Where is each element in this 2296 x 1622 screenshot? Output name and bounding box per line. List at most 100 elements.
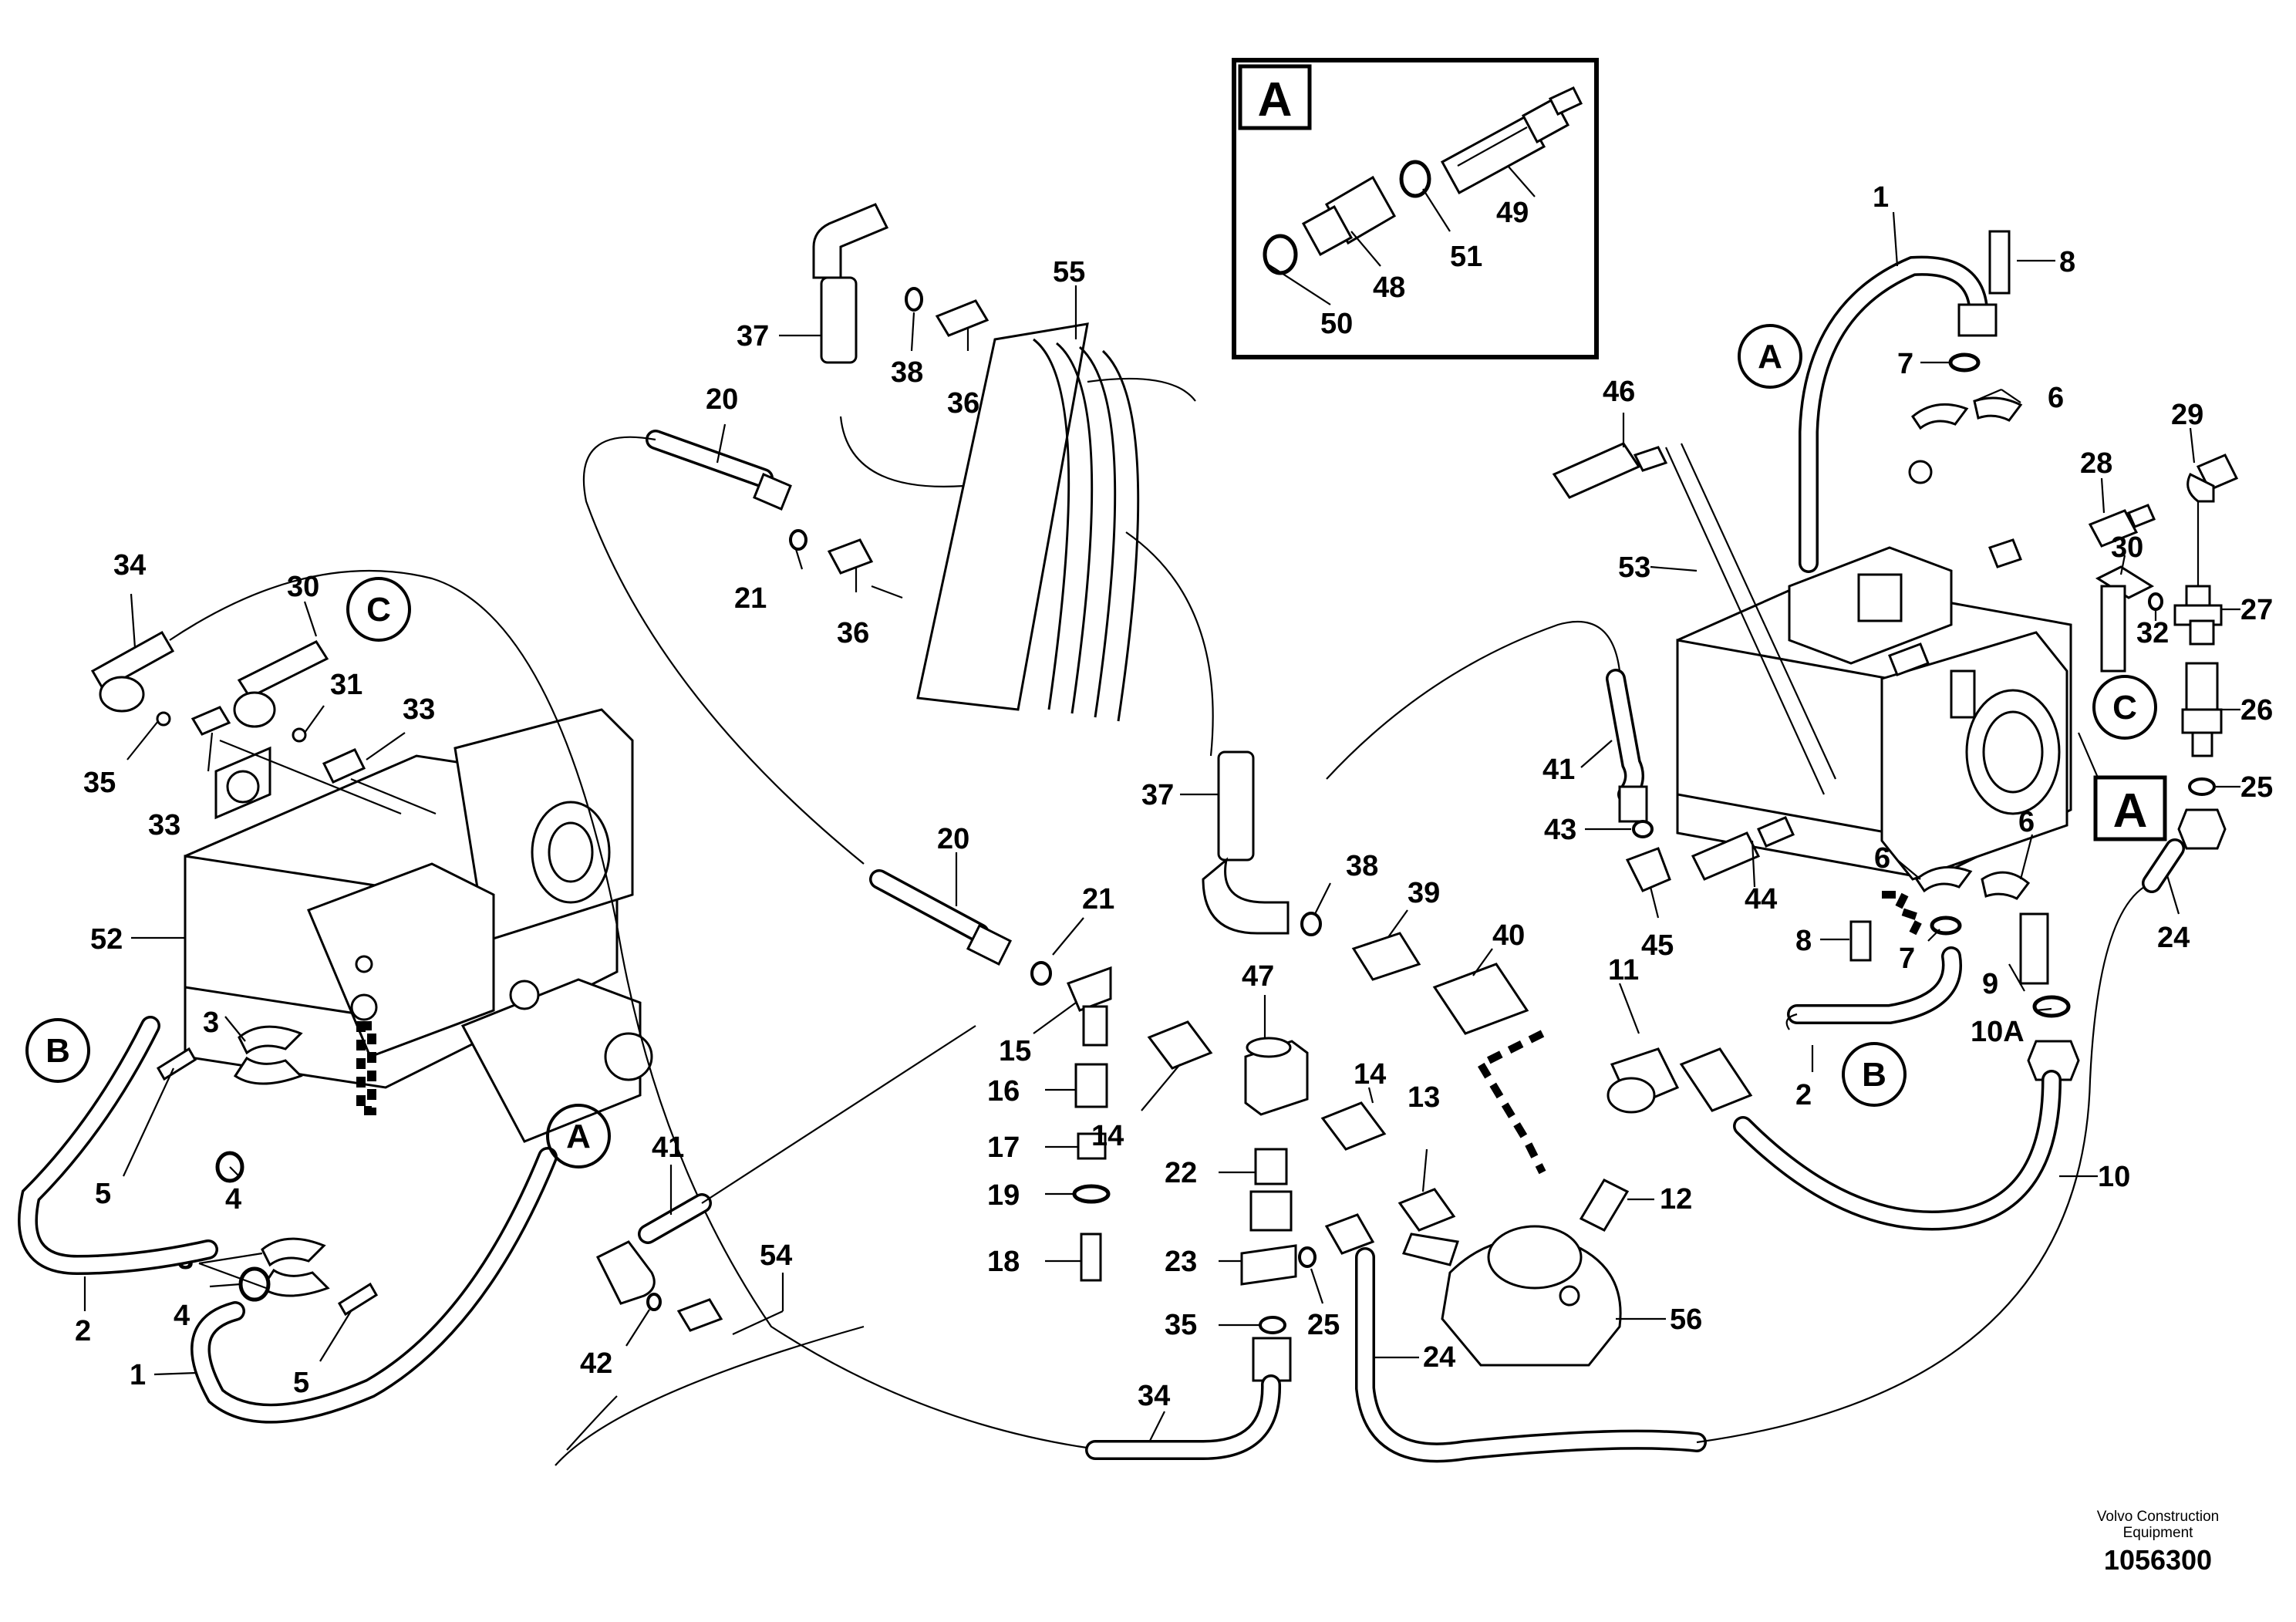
callout-30b: 30 [2111,531,2143,564]
callout-21b: 21 [1082,883,1114,916]
callout-30a: 30 [287,571,319,603]
circle-ref-b-left: B [25,1018,90,1083]
callout-22: 22 [1165,1157,1197,1189]
callout-31: 31 [330,669,362,701]
callout-16: 16 [987,1075,1020,1108]
callout-19: 19 [987,1179,1020,1212]
callout-2b: 2 [1795,1079,1812,1111]
callout-14b: 14 [1354,1058,1386,1091]
callout-51: 51 [1450,241,1482,273]
adapter-48 [1301,175,1397,257]
callout-38b: 38 [1346,850,1378,882]
washer-51 [1399,160,1431,198]
callout-20a: 20 [706,383,738,416]
callout-37a: 37 [737,320,769,352]
circle-ref-b-right: B [1842,1042,1907,1107]
callout-44: 44 [1745,883,1777,916]
callout-23: 23 [1165,1246,1197,1278]
flange-clamps-left: 3 3 5 5 4 4 [95,1007,379,1399]
hose-1-right: 1 8 7 6 [1799,181,2075,573]
callout-55: 55 [1053,256,1085,288]
callout-17: 17 [987,1131,1020,1164]
fittings-46-41-43-44-45: 46 41 43 45 44 [1326,376,1836,962]
callout-34b: 34 [1138,1380,1170,1412]
svg-text:C: C [2112,689,2137,727]
callout-10A: 10A [1971,1016,2025,1048]
callout-45: 45 [1641,929,1674,962]
svg-text:A: A [566,1118,591,1155]
callout-43: 43 [1544,814,1576,846]
callout-34a: 34 [113,549,146,582]
callout-39: 39 [1408,877,1440,909]
callout-41b: 41 [1542,754,1575,786]
callout-25b: 25 [2240,771,2273,804]
callout-48: 48 [1373,271,1405,304]
credit-line-2: Equipment [2123,1525,2194,1541]
footer-credit: Volvo Construction Equipment 1056300 [2097,1509,2219,1576]
box-ref-a-right: A [2077,732,2167,841]
svg-text:B: B [1862,1056,1886,1094]
callout-13: 13 [1408,1081,1440,1114]
callout-14a: 14 [1091,1120,1124,1152]
callout-7b: 7 [1899,943,1915,975]
callout-1b: 1 [1873,181,1889,214]
callout-36a: 36 [947,387,979,420]
callout-1a: 1 [130,1359,146,1391]
hoses-left: 2 1 [18,1016,558,1424]
hose-bundle-55: 55 [916,256,1196,722]
callout-25a: 25 [1307,1309,1340,1341]
callout-11: 11 [1608,954,1639,986]
callout-5a: 5 [95,1178,111,1210]
callout-6c: 6 [2018,806,2035,838]
detail-inset-a: A 49 51 48 50 [1232,58,1599,359]
motor-52: 52 [90,708,653,1143]
detail-inset-label: A [1258,73,1293,126]
callout-8a: 8 [2059,246,2075,278]
sensor-56: 56 12 11 [1401,954,1702,1367]
fittings-bottom-left: 41 42 54 [555,1025,976,1466]
callout-52: 52 [90,923,123,956]
callout-9: 9 [1982,968,1998,1000]
callout-8b: 8 [1795,925,1812,957]
callout-35b: 35 [1165,1309,1197,1341]
callout-33b: 33 [148,809,180,841]
callout-27: 27 [2240,594,2273,626]
callout-18: 18 [987,1246,1020,1278]
circle-ref-a-right: A [1738,324,1802,389]
fittings-far-right: 28 29 30 32 27 26 25 24 [1696,399,2273,1444]
callout-42: 42 [580,1347,612,1380]
callout-24b: 24 [2157,922,2190,954]
callout-53: 53 [1618,551,1650,584]
svg-text:A: A [1758,338,1782,376]
document-number: 1056300 [2104,1544,2212,1576]
callout-3a: 3 [203,1007,219,1039]
callout-12: 12 [1660,1183,1692,1216]
washer-50 [1263,234,1298,275]
fittings-top-center: 37 38 36 55 20 21 36 [582,203,1196,865]
callout-33a: 33 [403,693,435,726]
callout-5b: 5 [293,1367,309,1399]
pump-53: 53 [1618,460,2072,881]
detail-inset-frame [1232,58,1599,359]
fittings-right-lower: 6 6 7 8 2 9 10A 10 [1679,806,2130,1231]
callout-10: 10 [2098,1161,2130,1193]
callout-38a: 38 [891,356,923,389]
callout-46: 46 [1603,376,1635,408]
circle-ref-a-left: A [546,1104,611,1168]
callout-28: 28 [2080,447,2112,480]
callout-4a: 4 [225,1183,241,1216]
callout-35a: 35 [83,767,116,799]
svg-text:A: A [2113,784,2148,838]
callout-21a: 21 [734,582,767,615]
callout-6b: 6 [1874,842,1890,875]
callout-7a: 7 [1897,348,1913,380]
fittings-center: 20 21 15 16 17 19 18 14 47 [869,531,1707,1463]
callout-6a: 6 [2048,382,2064,414]
callout-20b: 20 [937,823,969,855]
callout-41a: 41 [652,1131,684,1164]
callout-4b: 4 [174,1300,190,1332]
callout-29: 29 [2171,399,2203,431]
fittings-top-left: 34 30 31 33 35 33 [83,549,1104,1452]
svg-text:C: C [366,591,391,629]
callout-37b: 37 [1141,779,1174,811]
